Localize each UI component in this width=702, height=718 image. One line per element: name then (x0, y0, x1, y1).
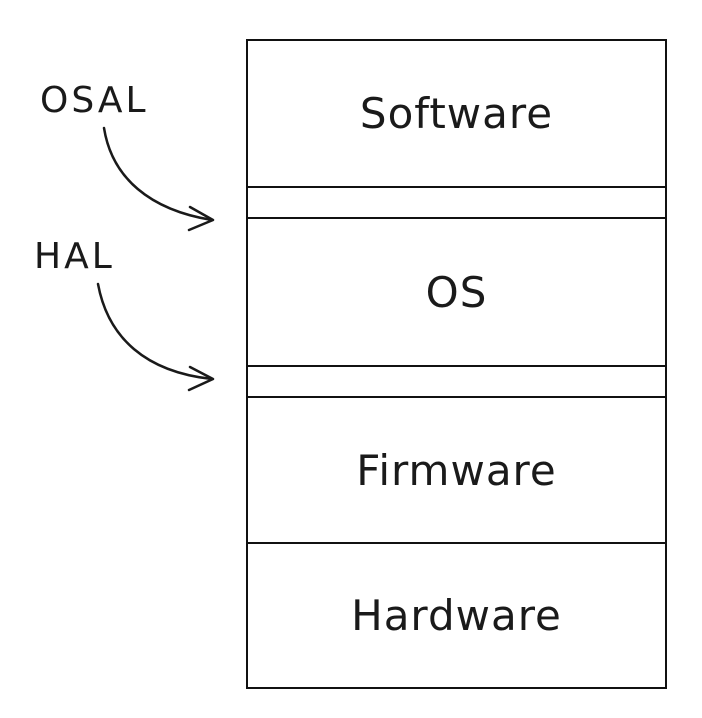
divider-line (248, 217, 665, 219)
divider-line (248, 365, 665, 367)
hal-annotation: HAL (34, 236, 115, 277)
layer-stack: Software OS Firmware Hardware (246, 39, 667, 689)
divider-line (248, 186, 665, 188)
hardware-layer: Hardware (248, 544, 665, 687)
os-layer: OS (248, 219, 665, 365)
divider-line (248, 396, 665, 398)
hal-band (248, 367, 665, 396)
firmware-layer: Firmware (248, 398, 665, 542)
software-layer: Software (248, 41, 665, 186)
firmware-label: Firmware (356, 445, 557, 495)
hardware-label: Hardware (351, 591, 562, 640)
osal-annotation: OSAL (40, 80, 149, 121)
osal-band (248, 188, 665, 217)
os-label: OS (425, 267, 488, 317)
hal-arrow-icon (96, 282, 215, 392)
divider-line (248, 542, 665, 544)
software-label: Software (359, 89, 554, 138)
osal-arrow-icon (102, 126, 215, 232)
